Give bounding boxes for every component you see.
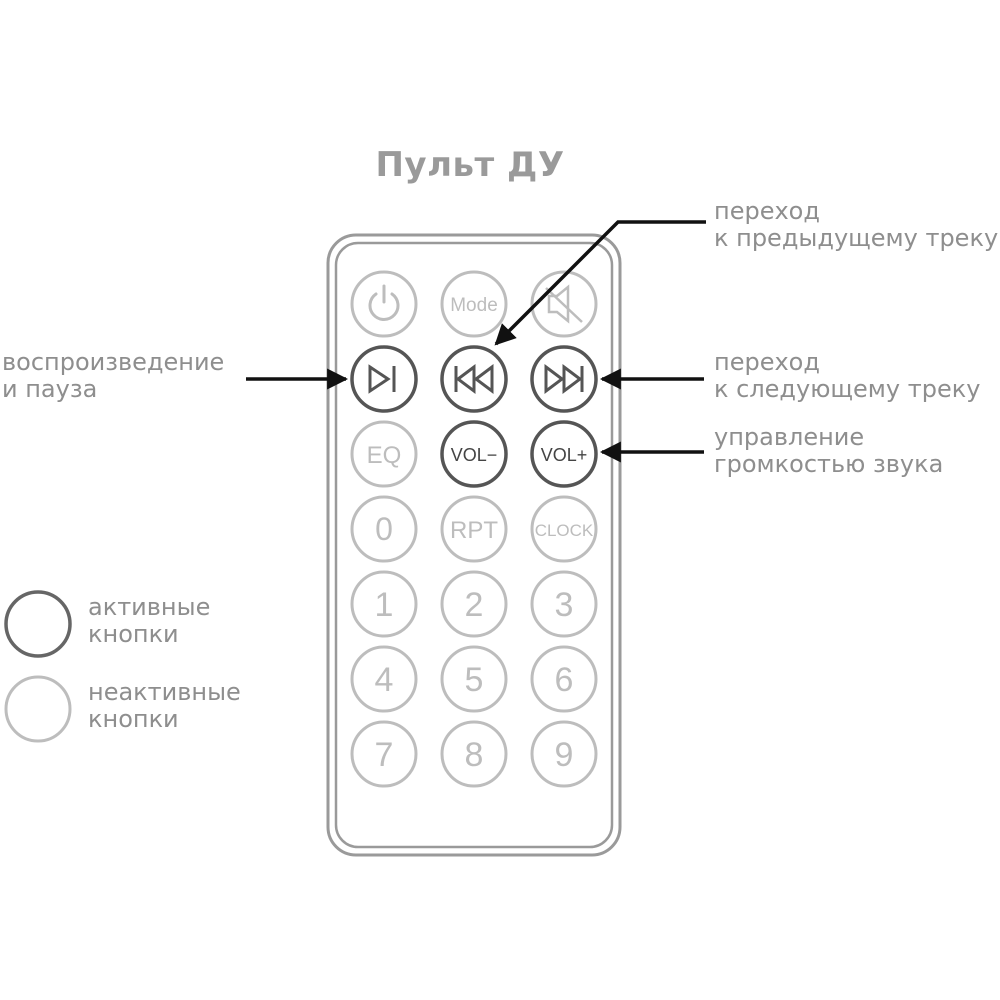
- callout-next-track: переход к следующему треку: [714, 349, 980, 403]
- digit-7-button[interactable]: 7: [350, 720, 418, 788]
- digit-1-label: 1: [375, 586, 394, 624]
- callout-next-track-line2: к следующему треку: [714, 375, 981, 403]
- legend-inactive-line2: кнопки: [88, 705, 179, 733]
- callout-play-pause: воспроизведение и пауза: [2, 349, 224, 403]
- mode-label: Mode: [450, 295, 498, 316]
- volume-up-button[interactable]: VOL+: [530, 420, 598, 488]
- power-icon: [368, 284, 400, 321]
- zero-button[interactable]: 0: [350, 495, 418, 563]
- diagram-title: Пульт ДУ: [375, 145, 565, 185]
- legend-active-label: активные кнопки: [88, 594, 210, 648]
- digit-2-button[interactable]: 2: [440, 570, 508, 638]
- digit-3-button[interactable]: 3: [530, 570, 598, 638]
- digit-4-label: 4: [375, 661, 394, 699]
- volume-down-button[interactable]: VOL−: [440, 420, 508, 488]
- digit-8-label: 8: [465, 736, 484, 774]
- callout-volume-line2: громкостью звука: [714, 450, 944, 478]
- remote-outer-body: [326, 233, 622, 857]
- legend-active-line2: кнопки: [88, 620, 179, 648]
- digit-2-label: 2: [465, 586, 484, 624]
- rpt-label: RPT: [450, 517, 498, 544]
- digit-9-label: 9: [555, 736, 574, 774]
- legend-inactive-circle: [4, 675, 72, 743]
- mute-button[interactable]: [530, 270, 598, 338]
- mute-icon: [545, 284, 583, 324]
- clock-label: CLOCK: [535, 521, 594, 540]
- digit-5-button[interactable]: 5: [440, 645, 508, 713]
- vol-minus-label: VOL−: [451, 445, 498, 465]
- callout-play-pause-line2: и пауза: [2, 375, 98, 403]
- digit-6-label: 6: [555, 661, 574, 699]
- digit-1-button[interactable]: 1: [350, 570, 418, 638]
- digit-8-button[interactable]: 8: [440, 720, 508, 788]
- digit-4-button[interactable]: 4: [350, 645, 418, 713]
- callout-next-track-line1: переход: [714, 348, 820, 376]
- power-button[interactable]: [350, 270, 418, 338]
- clock-button[interactable]: CLOCK: [530, 495, 598, 563]
- callout-play-pause-line1: воспроизведение: [2, 348, 225, 376]
- legend-active-circle: [4, 590, 72, 658]
- play-pause-icon: [368, 364, 396, 394]
- callout-prev-track-line1: переход: [714, 197, 820, 225]
- callout-volume: управление громкостью звука: [714, 424, 943, 478]
- digit-6-button[interactable]: 6: [530, 645, 598, 713]
- legend-inactive-line1: неактивные: [88, 678, 241, 706]
- mode-button[interactable]: Mode: [440, 270, 508, 338]
- digit-9-button[interactable]: 9: [530, 720, 598, 788]
- callout-prev-track: переход к предыдущему треку: [714, 198, 998, 252]
- callout-volume-line1: управление: [714, 423, 865, 451]
- next-track-icon: [544, 364, 584, 394]
- digit-5-label: 5: [465, 661, 484, 699]
- callout-prev-track-line2: к предыдущему треку: [714, 224, 999, 252]
- vol-plus-label: VOL+: [541, 445, 588, 465]
- rpt-button[interactable]: RPT: [440, 495, 508, 563]
- next-track-button[interactable]: [530, 345, 598, 413]
- play-pause-button[interactable]: [350, 345, 418, 413]
- eq-label: EQ: [367, 442, 402, 469]
- eq-button[interactable]: EQ: [350, 420, 418, 488]
- zero-label: 0: [375, 511, 393, 547]
- remote-inner-body: [334, 241, 614, 849]
- legend-active-line1: активные: [88, 593, 211, 621]
- legend-inactive-label: неактивные кнопки: [88, 679, 241, 733]
- digit-3-label: 3: [555, 586, 574, 624]
- arrow-prev-track: [494, 220, 706, 346]
- previous-track-button[interactable]: [440, 345, 508, 413]
- digit-7-label: 7: [375, 736, 394, 774]
- previous-track-icon: [454, 364, 494, 394]
